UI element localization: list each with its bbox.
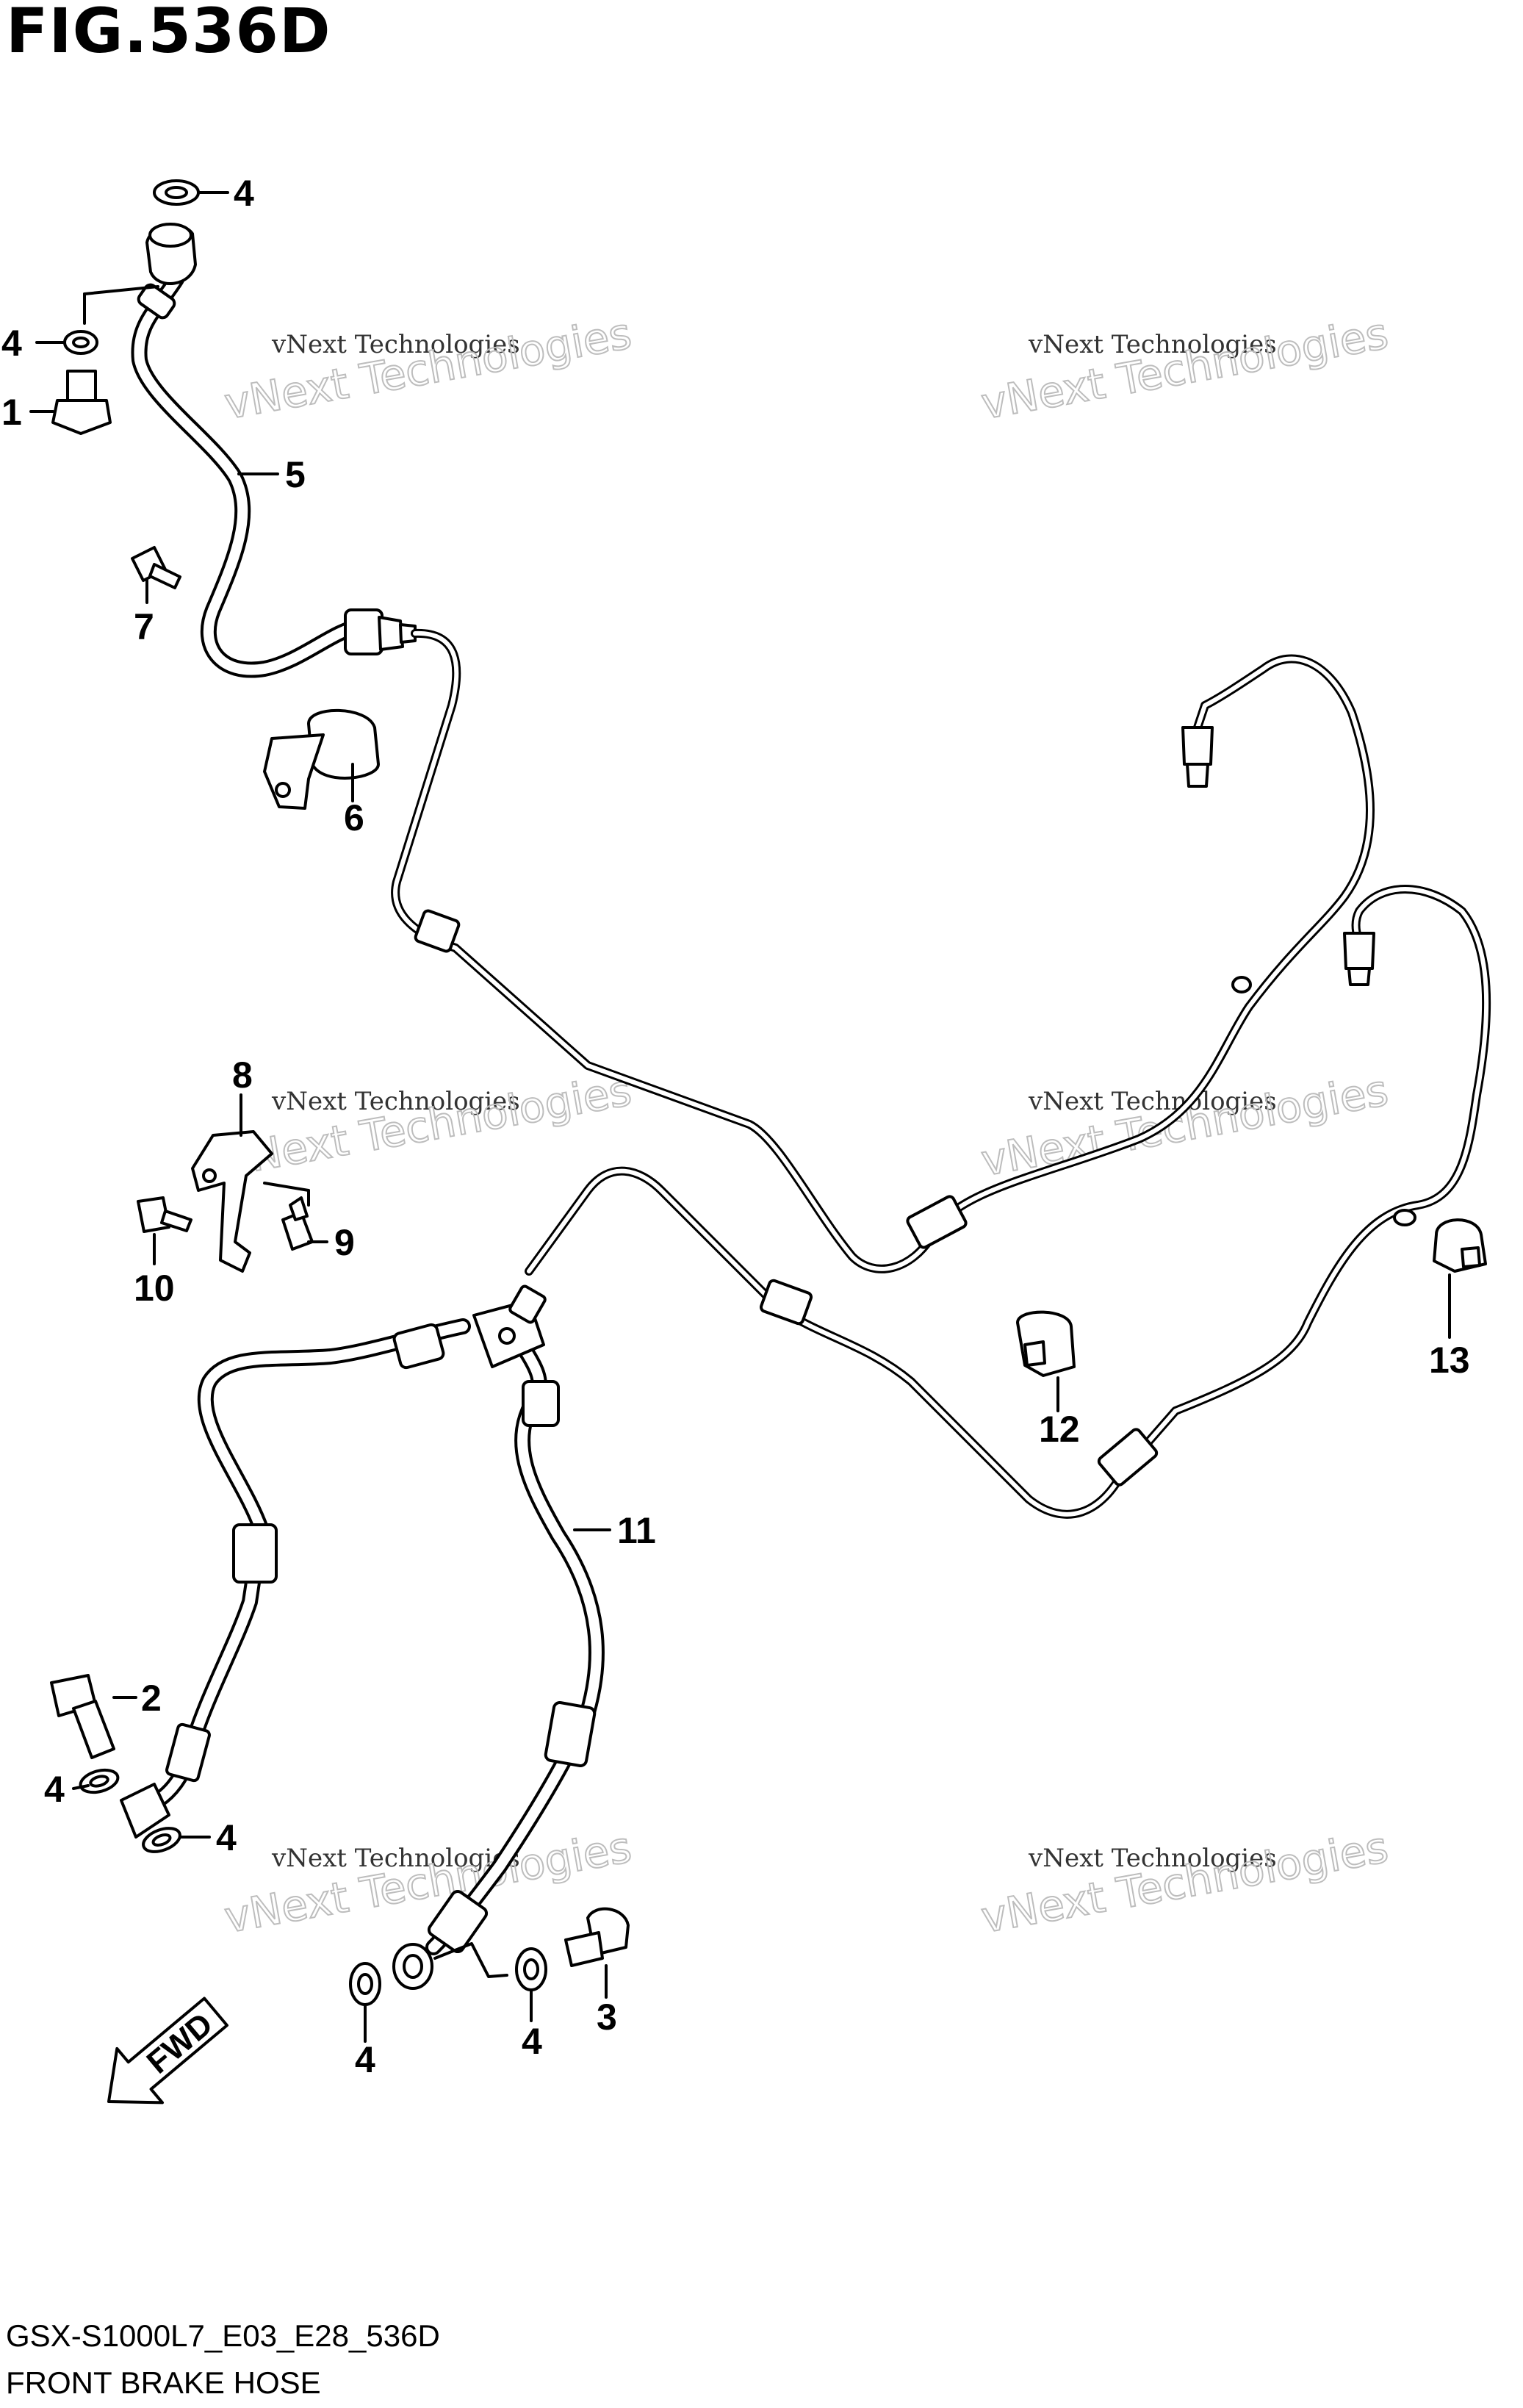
svg-text:vNext Technologies: vNext Technologies [978,1822,1392,1942]
watermark: vNext Technologies vNext Technologies [220,1821,636,1943]
callout-7: 7 [134,606,154,647]
callout-11: 11 [617,1510,656,1551]
watermark: vNext Technologies vNext Technologies [220,1064,636,1186]
upper-brake-pipe [391,628,1375,1273]
callout-4: 4 [1,323,22,364]
clamp-part-12 [1016,1310,1076,1377]
callout-12: 12 [1039,1409,1080,1450]
bolt-part-7 [131,546,181,589]
callout-4: 4 [216,1817,237,1858]
banjo-bolt-part-3 [564,1907,630,1967]
watermark: vNext Technologies vNext Technologies [977,307,1393,429]
callout-5: 5 [285,454,306,495]
watermark: vNext Technologies vNext Technologies [977,1821,1393,1943]
svg-text:vNext Technologies: vNext Technologies [978,308,1392,428]
callout-8: 8 [232,1054,253,1096]
figure-title: FIG.536D [6,0,331,67]
diagram-code: GSX-S1000L7_E03_E28_536D [6,2318,440,2353]
callout-10: 10 [134,1268,175,1309]
svg-text:vNext Technologies: vNext Technologies [1028,1087,1277,1116]
washer-part-4 [153,179,200,206]
diagram-caption: FRONT BRAKE HOSE [6,2365,321,2400]
washer-part-4 [79,1768,120,1794]
watermark: vNext Technologies vNext Technologies [220,307,636,429]
lower-brake-pipe [525,885,1491,1519]
svg-text:vNext Technologies: vNext Technologies [221,308,636,428]
bolt-part-10 [137,1196,192,1233]
callout-4: 4 [44,1769,65,1810]
callout-3: 3 [597,1997,617,2038]
banjo-bolt-part-2 [50,1674,115,1759]
leader-lines [29,191,1451,2043]
lower-brake-hose [120,1284,605,1990]
svg-text:vNext Technologies: vNext Technologies [271,1844,520,1873]
svg-text:vNext Technologies: vNext Technologies [1028,330,1277,359]
callout-9: 9 [334,1222,355,1263]
clamp-part-13 [1433,1218,1487,1273]
svg-text:vNext Technologies: vNext Technologies [221,1822,636,1942]
washer-part-4 [515,1947,547,1991]
washer-part-4 [63,330,98,355]
callout-labels: 4 4 1 5 7 6 8 9 10 11 2 4 4 4 4 3 12 13 [1,173,1470,2080]
callout-6: 6 [344,797,364,838]
banjo-bolt-part-1 [51,370,112,435]
callout-4: 4 [355,2039,375,2080]
watermark: vNext Technologies vNext Technologies [977,1064,1393,1186]
callout-4: 4 [234,173,254,214]
svg-text:vNext Technologies: vNext Technologies [978,1065,1392,1185]
bracket-part-8 [191,1130,273,1273]
svg-text:vNext Technologies: vNext Technologies [271,330,520,359]
forward-arrow-icon: FWD [107,1997,228,2105]
washer-part-4 [142,1827,181,1853]
svg-text:vNext Technologies: vNext Technologies [221,1065,636,1185]
callout-13: 13 [1429,1340,1470,1381]
clamp-part-6 [263,708,380,810]
svg-text:vNext Technologies: vNext Technologies [271,1087,520,1116]
callout-1: 1 [1,392,22,433]
upper-brake-hose [131,223,417,678]
callout-4: 4 [522,2021,542,2062]
washer-part-4 [349,1962,381,2006]
callout-2: 2 [141,1678,162,1719]
svg-text:vNext Technologies: vNext Technologies [1028,1844,1277,1873]
